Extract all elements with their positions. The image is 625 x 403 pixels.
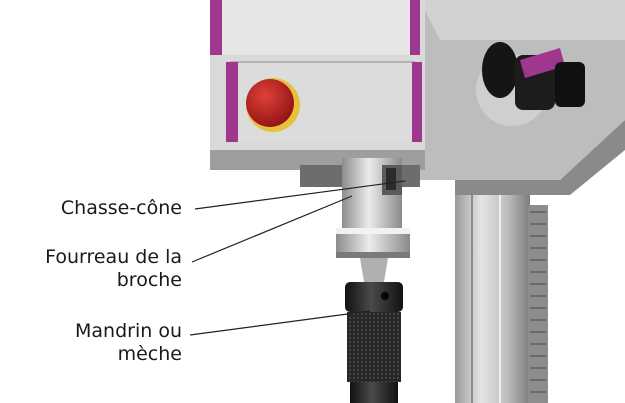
label-chasse-cone-text: Chasse-cône (60, 197, 182, 219)
label-mandrin-ou-meche: Mandrin ou mèche (75, 320, 182, 366)
spindle-collar (336, 228, 410, 258)
leader-line-chasse-cone (194, 180, 406, 210)
label-mandrin-line1: Mandrin ou (75, 320, 182, 342)
feed-handle-knob (476, 42, 585, 126)
magenta-trim (210, 0, 422, 142)
leader-line-mandrin (189, 310, 371, 336)
label-mandrin-line2: mèche (117, 343, 182, 365)
drill-chuck (345, 282, 403, 403)
spindle-sleeve (342, 158, 402, 233)
rack-gear (528, 205, 548, 403)
label-fourreau-de-la-broche: Fourreau de la broche (45, 246, 182, 292)
column (455, 165, 530, 403)
arbor-taper (360, 258, 388, 282)
leader-line-fourreau (191, 195, 353, 263)
label-fourreau-line1: Fourreau de la (45, 246, 182, 268)
label-chasse-cone: Chasse-cône (61, 197, 182, 220)
label-fourreau-line2: broche (116, 269, 182, 291)
emergency-stop-button (246, 78, 300, 132)
